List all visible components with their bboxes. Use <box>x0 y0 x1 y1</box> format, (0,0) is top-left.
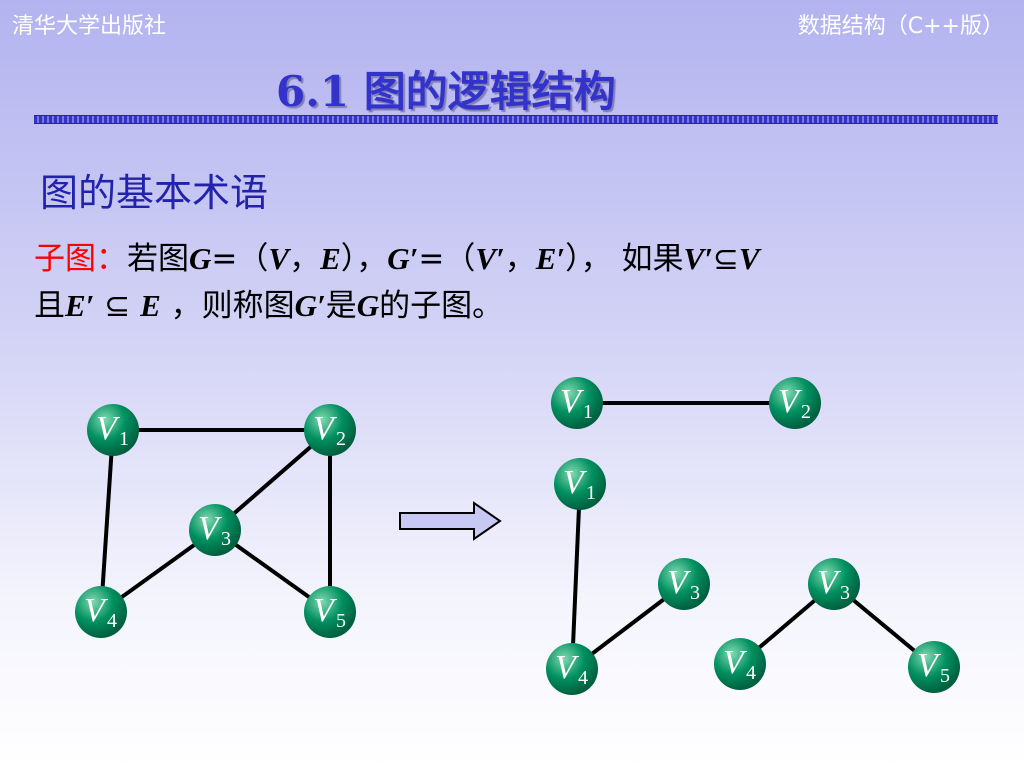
title-divider <box>34 115 998 124</box>
publisher-label: 清华大学出版社 <box>12 14 167 39</box>
node-subscript: 5 <box>336 610 346 632</box>
node-subscript: 4 <box>107 610 117 632</box>
node-circle <box>554 458 606 510</box>
def-text: ⊆ <box>94 288 141 324</box>
node-subscript: 2 <box>801 401 811 423</box>
node-circle <box>75 586 127 638</box>
term-label: 子图： <box>34 241 127 277</box>
def-symbol: E <box>320 241 341 276</box>
def-symbol: V′ <box>683 241 713 276</box>
edge-b-v1-b-v4 <box>570 483 582 670</box>
node-subscript: 3 <box>690 582 700 604</box>
node-circle <box>658 558 710 610</box>
def-symbol: V <box>738 241 760 276</box>
node-subscript: 4 <box>578 667 588 689</box>
definition-line-1: 子图：若图G=（V，E），G′=（V′，E′）， 如果V′⊆V <box>34 233 760 278</box>
def-text: ⊆ <box>712 241 739 277</box>
node-circle <box>546 643 598 695</box>
course-label: 数据结构（C++版） <box>797 14 1004 39</box>
def-text: 若图 <box>127 241 189 277</box>
section-heading: 图的基本术语 <box>40 171 269 215</box>
def-text: ， <box>504 241 536 277</box>
def-symbol: G′ <box>387 241 419 276</box>
node-circle <box>189 504 241 556</box>
def-symbol: G <box>189 241 212 276</box>
node-subscript: 4 <box>746 662 756 684</box>
node-subscript: 5 <box>940 665 950 687</box>
node-circle <box>808 558 860 610</box>
def-symbol: G′ <box>294 288 326 323</box>
def-text: =（ <box>418 241 476 277</box>
node-circle <box>304 404 356 456</box>
node-subscript: 1 <box>119 428 129 450</box>
definition-line-2: 且E′ ⊆ E ，则称图G′是G的子图。 <box>34 280 503 325</box>
node-subscript: 1 <box>586 482 596 504</box>
node-circle <box>551 377 603 429</box>
node-subscript: 3 <box>221 528 231 550</box>
def-text: ）， <box>565 241 612 277</box>
def-text: 的子图。 <box>379 288 504 324</box>
node-subscript: 3 <box>840 582 850 604</box>
slide-title: 6.1 图的逻辑结构 <box>276 67 616 116</box>
node-circle <box>304 586 356 638</box>
node-circle <box>908 641 960 693</box>
def-text: 如果 <box>611 241 684 277</box>
def-text: ，则称图 <box>160 288 295 324</box>
def-text: ， <box>289 241 321 277</box>
edge-g-v1-g-v4 <box>99 429 115 613</box>
def-symbol: G <box>356 288 380 323</box>
right-arrow-icon <box>399 501 502 541</box>
def-text: =（ <box>211 241 269 277</box>
node-circle <box>87 404 139 456</box>
node-circle <box>714 638 766 690</box>
def-text: 是 <box>325 288 357 324</box>
def-symbol: V <box>268 241 290 276</box>
node-circle <box>769 377 821 429</box>
def-symbol: E′ <box>65 288 95 323</box>
def-text: ）， <box>340 241 388 277</box>
def-text: 且 <box>34 288 65 324</box>
node-subscript: 1 <box>583 401 593 423</box>
def-symbol: E′ <box>535 241 566 276</box>
def-symbol: E <box>140 288 161 323</box>
def-symbol: V′ <box>475 241 505 276</box>
node-subscript: 2 <box>336 428 346 450</box>
